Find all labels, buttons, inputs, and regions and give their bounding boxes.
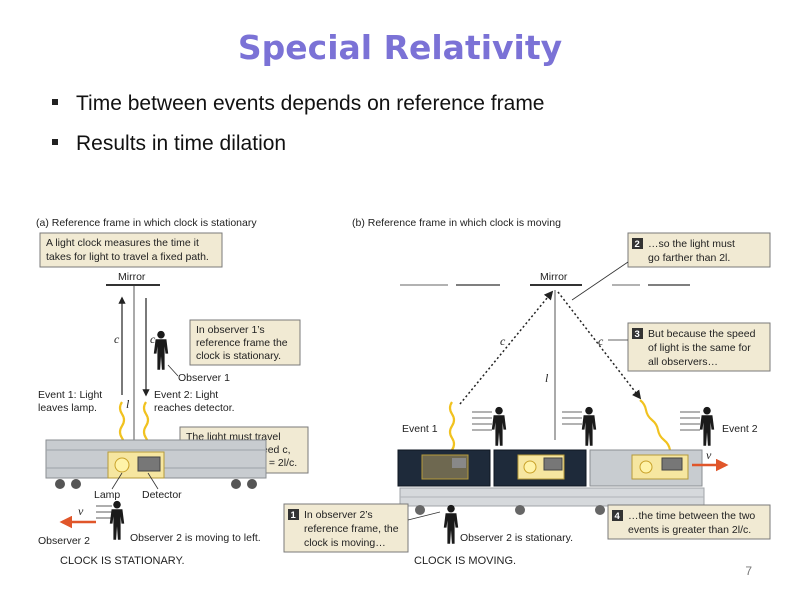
bullet-text: Results in time dilation bbox=[76, 132, 287, 155]
event2-line1: Event 2: Light bbox=[154, 389, 218, 401]
bullet-text: Time between events depends on reference… bbox=[76, 92, 545, 115]
callout-4-badge bbox=[612, 510, 623, 521]
detector bbox=[137, 456, 161, 472]
speed-label-down: c bbox=[150, 332, 156, 346]
callout-observer1-line2: reference frame the bbox=[196, 337, 288, 349]
callout-4-line2: events is greater than 2l/c. bbox=[628, 524, 751, 536]
observer1-label: Observer 1 bbox=[178, 372, 230, 384]
callout-1-badge bbox=[288, 509, 299, 520]
length-label: l bbox=[126, 397, 130, 411]
observer2-stationary-label: Observer 2 is stationary. bbox=[460, 532, 573, 544]
mirror-b-label: Mirror bbox=[540, 271, 568, 283]
panel-b: (b) Reference frame in which clock is mo… bbox=[283, 217, 771, 567]
detector-label: Detector bbox=[142, 489, 182, 501]
speed-label-up: c bbox=[114, 332, 120, 346]
callout-observer1-line1: In observer 1’s bbox=[196, 324, 265, 336]
callout-3-line3: all observers… bbox=[648, 356, 718, 368]
motion-people bbox=[472, 406, 715, 446]
bullet-item: Time between events depends on reference… bbox=[52, 92, 545, 116]
callout-2-line1: …so the light must bbox=[648, 238, 735, 250]
lamp bbox=[114, 457, 130, 473]
callout-4-number: 4 bbox=[615, 511, 621, 522]
event2-b-label: Event 2 bbox=[722, 423, 758, 435]
callout-2 bbox=[627, 232, 771, 268]
callout-4-line1: …the time between the two bbox=[628, 510, 755, 522]
observer2-moving-label: Observer 2 is moving to left. bbox=[130, 532, 261, 544]
speed-label-b-up: c bbox=[500, 334, 506, 348]
lamp-label: Lamp bbox=[94, 489, 120, 501]
observer1-figure bbox=[153, 330, 169, 370]
panel-a: (a) Reference frame in which clock is st… bbox=[36, 217, 309, 567]
slide-title: Special Relativity bbox=[237, 28, 563, 67]
bullet-item: Results in time dilation bbox=[52, 132, 286, 156]
observer2-label: Observer 2 bbox=[38, 535, 90, 547]
event1-line1: Event 1: Light bbox=[38, 389, 102, 401]
callout-1-number: 1 bbox=[291, 510, 297, 521]
callout-2-line2: go farther than 2l. bbox=[648, 252, 730, 264]
panel-a-caption: CLOCK IS STATIONARY. bbox=[60, 555, 185, 567]
bullet-square-icon bbox=[52, 139, 58, 146]
callout-1-line3: clock is moving… bbox=[304, 537, 386, 549]
callout-3-number: 3 bbox=[635, 329, 640, 340]
event1-b-label: Event 1 bbox=[402, 423, 438, 435]
light-wave-b-right bbox=[639, 399, 672, 451]
callout-2-badge bbox=[632, 238, 643, 249]
panel-a-title: (a) Reference frame in which clock is st… bbox=[36, 217, 257, 229]
event1-line2: leaves lamp. bbox=[38, 402, 97, 414]
callout-3-line1: But because the speed bbox=[648, 328, 756, 340]
page-number: 7 bbox=[745, 564, 752, 578]
event2-line2: reaches detector. bbox=[154, 402, 235, 414]
callout-light-clock-line1: A light clock measures the time it bbox=[46, 237, 199, 249]
panel-b-title: (b) Reference frame in which clock is mo… bbox=[352, 217, 561, 229]
length-label-b: l bbox=[545, 371, 549, 385]
callout-light-clock-line2: takes for light to travel a fixed path. bbox=[46, 251, 209, 263]
callout-3 bbox=[627, 322, 771, 372]
callout-1-line2: reference frame, the bbox=[304, 523, 399, 535]
callout-4 bbox=[607, 504, 771, 540]
callout-1 bbox=[283, 503, 409, 553]
callout-2-number: 2 bbox=[635, 239, 640, 250]
observer2-figure bbox=[109, 500, 125, 540]
velocity-label: v bbox=[78, 504, 84, 518]
speed-label-b-down: c bbox=[598, 334, 604, 348]
callout-3-badge bbox=[632, 328, 643, 339]
callout-1-line1: In observer 2’s bbox=[304, 509, 373, 521]
bullet-square-icon bbox=[52, 99, 58, 106]
callout-light-clock bbox=[39, 232, 223, 268]
mirror-label: Mirror bbox=[118, 271, 146, 283]
light-wave-b-left bbox=[448, 401, 456, 451]
callout-observer1-line3: clock is stationary. bbox=[196, 350, 281, 362]
panel-b-caption: CLOCK IS MOVING. bbox=[414, 555, 516, 567]
observer2-stationary-figure bbox=[443, 504, 459, 544]
callout-3-line2: of light is the same for bbox=[648, 342, 751, 354]
light-path-diagonal-up bbox=[459, 290, 554, 405]
velocity-label-b: v bbox=[706, 448, 712, 462]
callout-observer1 bbox=[189, 319, 301, 366]
